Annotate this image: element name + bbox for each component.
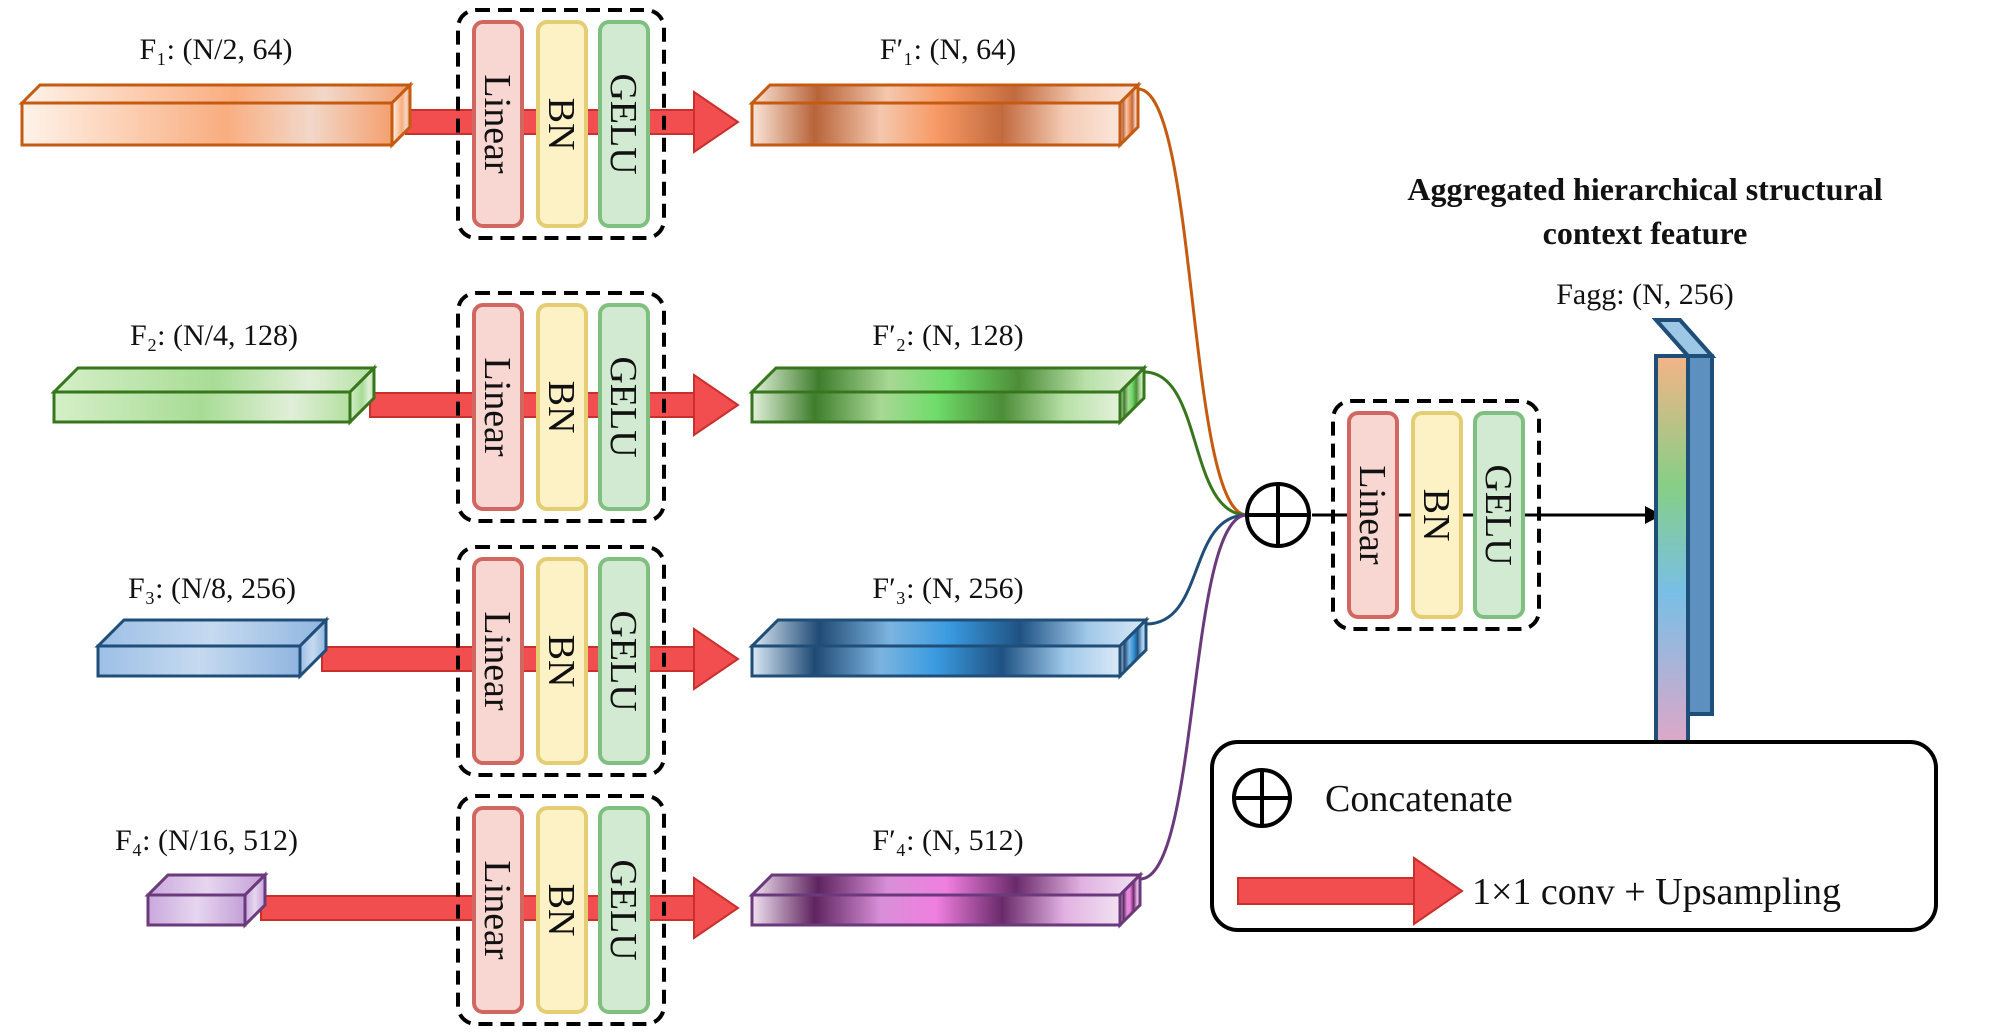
- agg-block-linear-box: [1347, 411, 1399, 619]
- input-bar-3-front: [96, 644, 302, 678]
- input-label-4: F₄: (N/16, 512): [115, 824, 298, 857]
- block-3-frame: [456, 545, 666, 777]
- output-bar-2-front: [750, 390, 1122, 424]
- branch-1: F₁: (N/2, 64) Linear BN GELU F′₁: (N, 64): [18, 8, 1142, 240]
- connector-1: [1137, 87, 1248, 517]
- output-title-line1: Aggregated hierarchical structural: [1407, 171, 1882, 207]
- block-4-bn-box: [536, 806, 588, 1014]
- block-2-frame: [456, 291, 666, 523]
- block-4-frame: [456, 794, 666, 1026]
- legend: Concatenate 1×1 conv + Upsampling: [1210, 740, 1938, 932]
- concat-node: [1245, 482, 1311, 548]
- input-bar-4-front: [146, 893, 247, 927]
- block-4-linear-label: Linear: [476, 860, 518, 960]
- block-1-linear-label: Linear: [476, 74, 518, 174]
- block-3-linear-label: Linear: [476, 611, 518, 711]
- block-1-gelu-label: GELU: [602, 73, 644, 174]
- block-2-bn-box: [536, 303, 588, 511]
- block-3-linear-box: [472, 557, 524, 765]
- connector-2: [1143, 370, 1248, 517]
- output-bar-1-front: [750, 101, 1122, 147]
- aggregation-module: Linear BN GELU: [1245, 399, 1662, 631]
- block-2-gelu-box: [598, 303, 650, 511]
- block-3-bn-label: BN: [540, 635, 582, 688]
- legend-concat-label: Concatenate: [1325, 778, 1513, 820]
- agg-block-frame: [1331, 399, 1541, 631]
- upsample-arrow-1-head: [693, 90, 740, 154]
- block-1-bn-label: BN: [540, 98, 582, 151]
- block-4-gelu-label: GELU: [602, 859, 644, 960]
- output-label: Fagg: (N, 256): [1556, 278, 1733, 311]
- upsample-arrow-4-head: [693, 876, 740, 940]
- upsample-arrow-2-head: [693, 373, 740, 437]
- aggregation-arrowhead: [1645, 506, 1662, 524]
- block-2-bn-label: BN: [540, 381, 582, 434]
- block-1-frame: [456, 8, 666, 240]
- branch-2: F₂: (N/4, 128) Linear BN GELU F′₂: (N, 128): [50, 291, 1148, 523]
- output-label-3: F′₃: (N, 256): [872, 572, 1023, 605]
- output-bar-2-top: [748, 366, 1148, 394]
- input-bar-1-front: [20, 101, 394, 147]
- block-2-linear-label: Linear: [476, 357, 518, 457]
- output-bar-front: [1654, 354, 1690, 752]
- upsample-arrow-3-head: [693, 627, 740, 691]
- legend-concat-icon: [1232, 768, 1292, 828]
- output-bar-1-top: [748, 83, 1142, 105]
- input-bar-2-top: [50, 366, 378, 394]
- agg-block-bn-box: [1411, 411, 1463, 619]
- output-bar-4-front: [750, 893, 1122, 927]
- block-1-gelu-box: [598, 20, 650, 228]
- output-bar-side: [1686, 354, 1714, 716]
- agg-block-gelu-label: GELU: [1477, 464, 1519, 565]
- block-4-bn-label: BN: [540, 884, 582, 937]
- block-3-gelu-box: [598, 557, 650, 765]
- input-label-2: F₂: (N/4, 128): [130, 319, 298, 352]
- connector-3: [1145, 513, 1248, 626]
- output-title-line2: context feature: [1543, 215, 1748, 251]
- agg-block-bn-label: BN: [1415, 489, 1457, 542]
- connector-curves: [1137, 87, 1248, 881]
- output-bar-4-top: [748, 873, 1144, 897]
- agg-block-gelu-box: [1473, 411, 1525, 619]
- legend-arrow: [1237, 856, 1464, 926]
- output-bar-top: [1651, 318, 1717, 358]
- block-1-linear-box: [472, 20, 524, 228]
- output-bar-3-top: [748, 618, 1150, 648]
- block-4-gelu-box: [598, 806, 650, 1014]
- connector-4: [1139, 513, 1248, 881]
- branch-3: F₃: (N/8, 256) Linear BN GELU F′₃: (N, 256): [94, 545, 1150, 777]
- input-bar-1-top: [18, 83, 414, 105]
- output-label-1: F′₁: (N, 64): [880, 33, 1016, 66]
- aggregation-block: Linear BN GELU: [1331, 399, 1541, 631]
- output-bar-3-front: [750, 644, 1122, 678]
- block-3-bn-box: [536, 557, 588, 765]
- input-bar-2-front: [52, 390, 352, 424]
- input-bar-3-top: [94, 618, 330, 648]
- block-1-bn-box: [536, 20, 588, 228]
- input-label-1: F₁: (N/2, 64): [140, 33, 293, 66]
- branch-4: F₄: (N/16, 512) Linear BN GELU F′₄: (N, 512): [115, 794, 1144, 1026]
- block-2-linear-box: [472, 303, 524, 511]
- block-3-gelu-label: GELU: [602, 610, 644, 711]
- legend-arrow-label: 1×1 conv + Upsampling: [1472, 871, 1841, 913]
- output-label-4: F′₄: (N, 512): [872, 824, 1023, 857]
- input-label-3: F₃: (N/8, 256): [128, 572, 296, 605]
- agg-block-linear-label: Linear: [1351, 465, 1393, 565]
- block-2-gelu-label: GELU: [602, 356, 644, 457]
- output-label-2: F′₂: (N, 128): [872, 319, 1023, 352]
- block-4-linear-box: [472, 806, 524, 1014]
- aggregated-output: Aggregated hierarchical structural conte…: [1407, 171, 1883, 752]
